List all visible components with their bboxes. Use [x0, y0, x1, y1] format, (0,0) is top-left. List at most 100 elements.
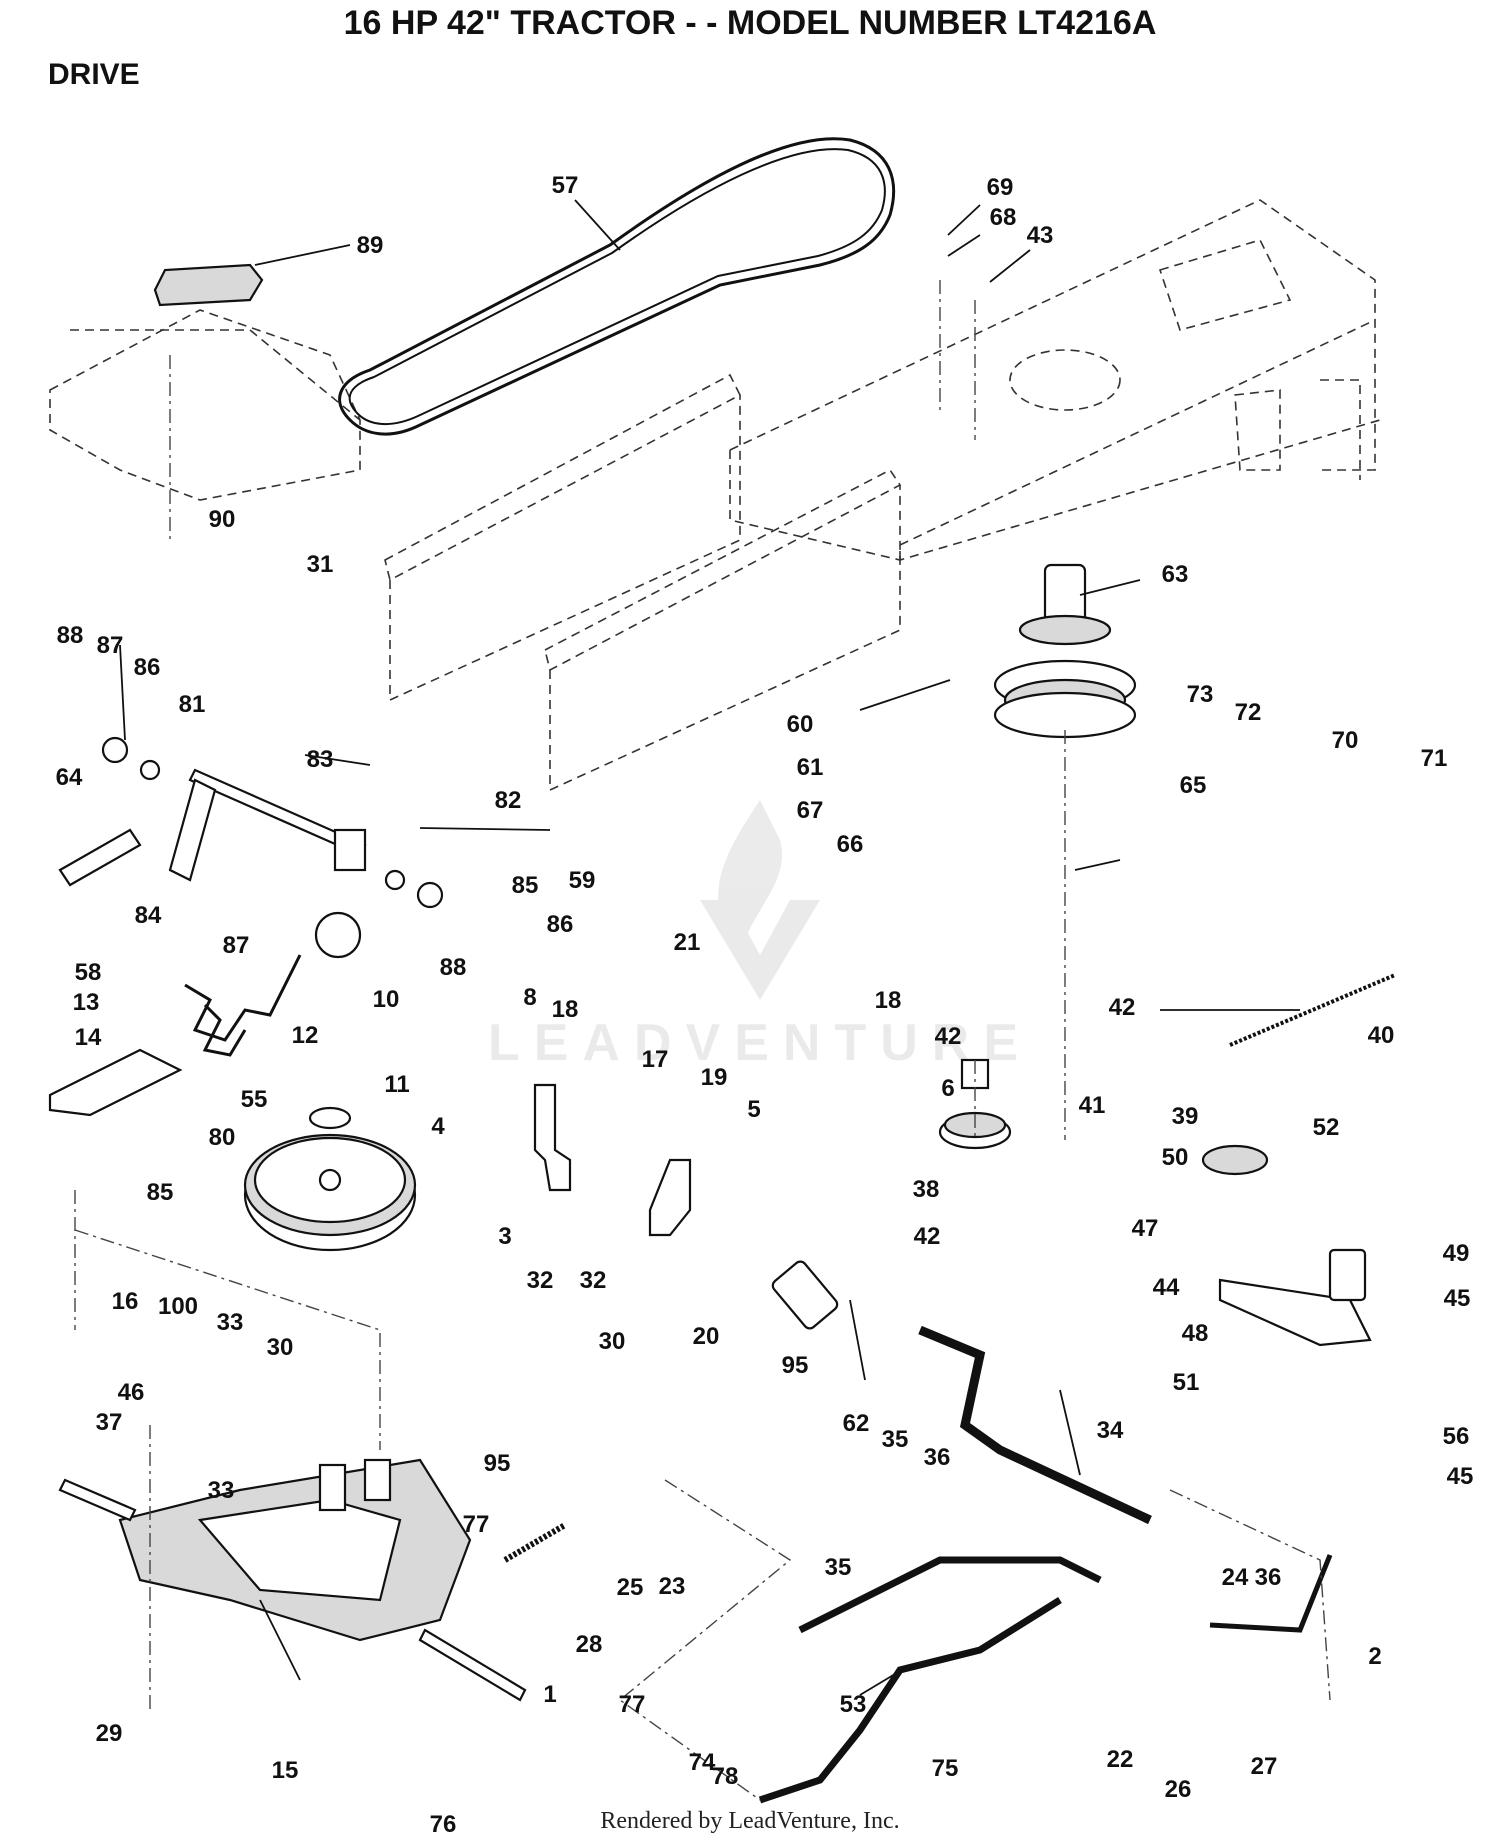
callout-49: 49: [1443, 1240, 1470, 1267]
callout-52: 52: [1313, 1114, 1340, 1141]
callout-62: 62: [843, 1410, 870, 1437]
callout-48: 48: [1182, 1320, 1209, 1347]
callout-2: 2: [1368, 1643, 1381, 1670]
callout-34: 34: [1097, 1417, 1124, 1444]
rod-53: [1209, 1554, 1333, 1633]
callout-28: 28: [576, 1631, 603, 1658]
callout-18: 18: [552, 996, 579, 1023]
page-title: 16 HP 42" TRACTOR - - MODEL NUMBER LT421…: [343, 4, 1157, 42]
callout-35: 35: [825, 1554, 852, 1581]
shift-lever: [184, 954, 302, 1042]
watermark-text: LEADVENTURE: [488, 1014, 1032, 1072]
drive-belt: [338, 137, 896, 436]
callout-14: 14: [75, 1024, 102, 1051]
callout-95: 95: [484, 1450, 511, 1477]
callout-46: 46: [118, 1379, 145, 1406]
spring-25: [503, 1522, 567, 1563]
guide-lines: [74, 280, 1331, 1801]
callout-75: 75: [932, 1755, 959, 1782]
support-bracket: [48, 1048, 183, 1117]
plate-48: [1218, 1278, 1372, 1347]
callout-81: 81: [179, 691, 206, 718]
callout-39: 39: [1172, 1103, 1199, 1130]
callout-4: 4: [431, 1113, 445, 1140]
callout-22: 22: [1107, 1746, 1134, 1773]
callout-51: 51: [1173, 1369, 1200, 1396]
callout-18: 18: [875, 987, 902, 1014]
callout-8: 8: [523, 984, 536, 1011]
callout-45: 45: [1447, 1463, 1474, 1490]
callout-37: 37: [96, 1409, 123, 1436]
callout-85: 85: [147, 1179, 174, 1206]
callout-40: 40: [1368, 1022, 1395, 1049]
section-title: DRIVE: [48, 58, 140, 91]
callout-15: 15: [272, 1757, 299, 1784]
callout-65: 65: [1180, 772, 1207, 799]
callout-95: 95: [782, 1352, 809, 1379]
callout-58: 58: [75, 959, 102, 986]
callout-36: 36: [924, 1444, 951, 1471]
callout-73: 73: [1187, 681, 1214, 708]
frame-outline: [49, 199, 1381, 792]
callout-32: 32: [580, 1267, 607, 1294]
callout-100: 100: [158, 1293, 198, 1320]
callout-13: 13: [73, 989, 100, 1016]
callout-72: 72: [1235, 699, 1262, 726]
callout-56: 56: [1443, 1423, 1470, 1450]
callout-83: 83: [307, 746, 334, 773]
bracket-17: [533, 1083, 572, 1192]
transmission-pulley: [243, 1106, 417, 1252]
idler-pulley-assembly: [993, 563, 1137, 739]
footer-credit: Rendered by LeadVenture, Inc.: [600, 1808, 900, 1834]
rod-22: [758, 1597, 1062, 1804]
callout-25: 25: [617, 1574, 644, 1601]
callout-30: 30: [267, 1334, 294, 1361]
callout-41: 41: [1079, 1092, 1106, 1119]
callout-77: 77: [619, 1691, 646, 1718]
callout-66: 66: [837, 831, 864, 858]
bracket-5: [648, 1158, 692, 1237]
callout-38: 38: [913, 1176, 940, 1203]
pulley-47: [1201, 1144, 1269, 1176]
callout-78: 78: [712, 1763, 739, 1790]
callout-88: 88: [57, 622, 84, 649]
callout-63: 63: [1162, 561, 1189, 588]
callout-19: 19: [701, 1064, 728, 1091]
callout-68: 68: [990, 204, 1017, 231]
callout-6: 6: [941, 1075, 954, 1102]
callout-77: 77: [463, 1511, 490, 1538]
callout-23: 23: [659, 1573, 686, 1600]
shift-knob: [314, 911, 362, 959]
callout-29: 29: [96, 1720, 123, 1747]
callout-11: 11: [384, 1071, 409, 1098]
callout-82: 82: [495, 787, 522, 814]
callout-90: 90: [209, 506, 236, 533]
callout-45: 45: [1444, 1285, 1471, 1312]
callout-27: 27: [1251, 1753, 1278, 1780]
callout-26: 26: [1165, 1776, 1192, 1803]
callout-89: 89: [357, 232, 384, 259]
callout-44: 44: [1153, 1274, 1180, 1301]
callout-86: 86: [547, 911, 574, 938]
callout-87: 87: [223, 932, 250, 959]
callout-60: 60: [787, 711, 814, 738]
callout-74: 74: [689, 1749, 716, 1776]
callout-36: 36: [1255, 1564, 1282, 1591]
callout-53: 53: [840, 1691, 867, 1718]
callout-35: 35: [882, 1426, 909, 1453]
sleeve-62: [771, 1260, 839, 1330]
callout-30: 30: [599, 1328, 626, 1355]
leadventure-watermark: LEADVENTURE: [488, 800, 1032, 1072]
callout-67: 67: [797, 797, 824, 824]
callout-84: 84: [135, 902, 162, 929]
callout-33: 33: [217, 1309, 244, 1336]
callout-12: 12: [292, 1022, 319, 1049]
transaxle: [58, 1458, 527, 1702]
callout-59: 59: [569, 867, 596, 894]
callout-3: 3: [498, 1223, 511, 1250]
callout-21: 21: [674, 929, 701, 956]
brake-shaft-assembly: [58, 736, 444, 909]
callout-1: 1: [543, 1681, 556, 1708]
